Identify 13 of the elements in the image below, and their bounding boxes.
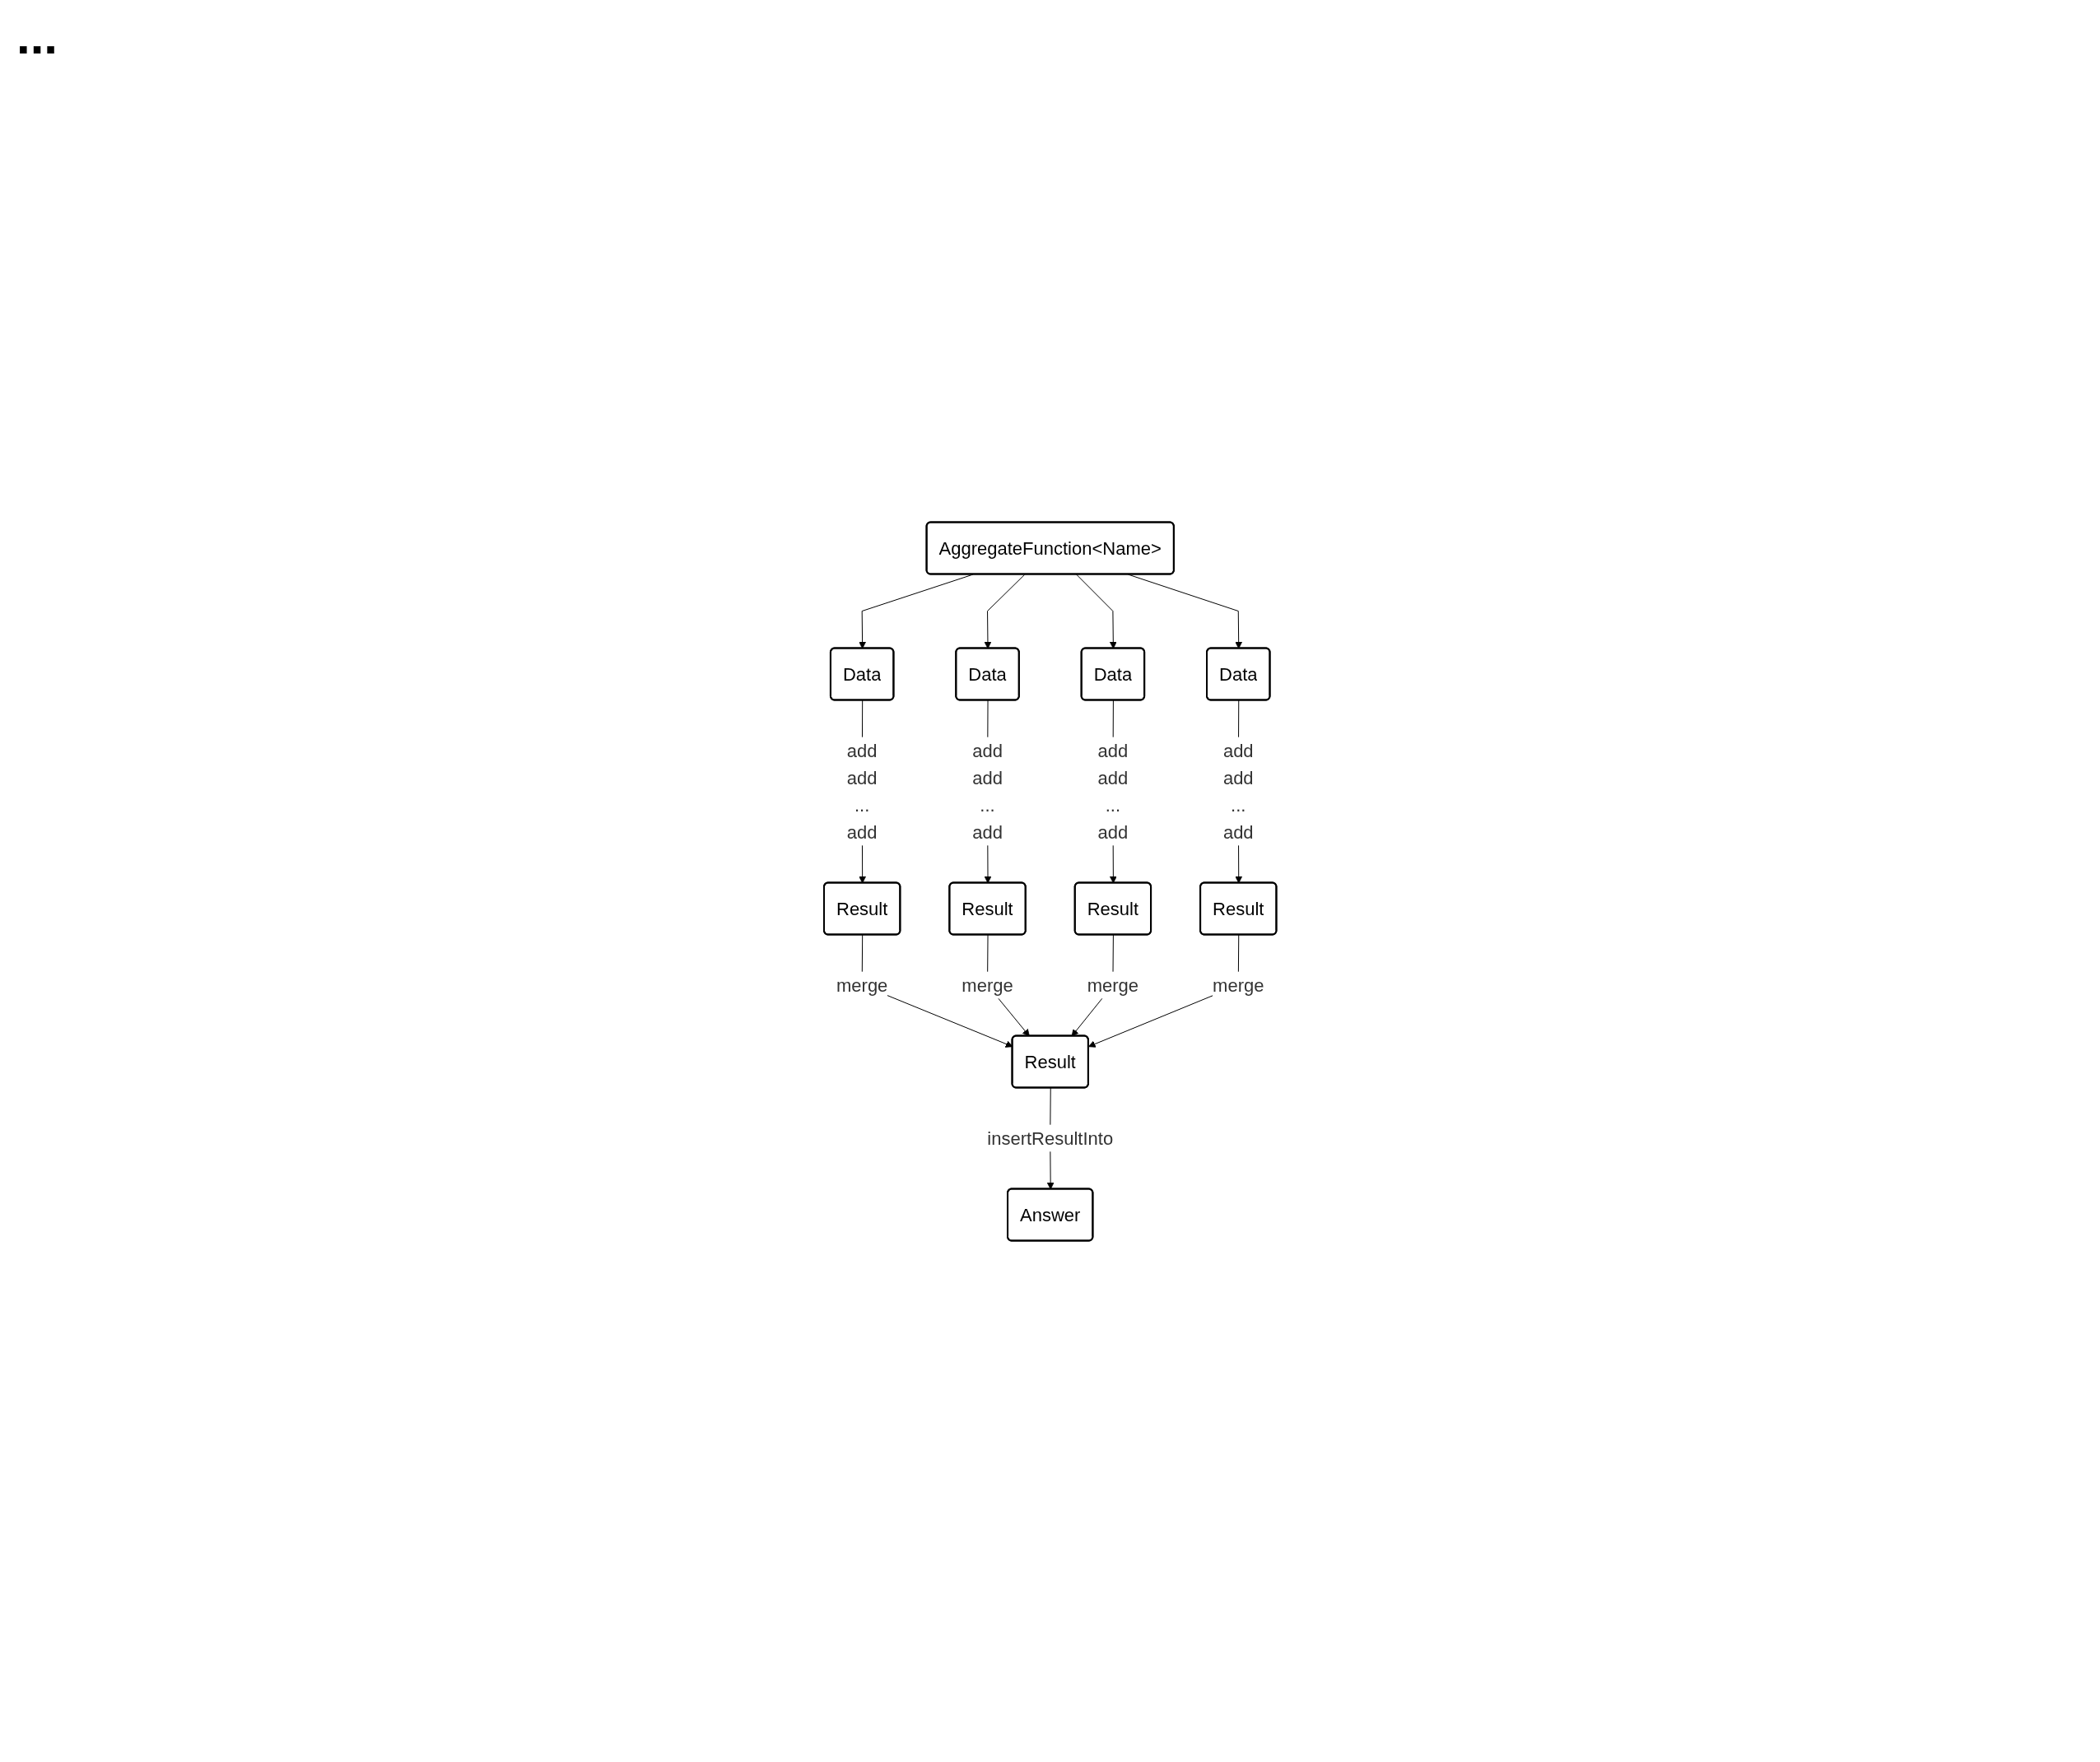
arrow <box>1075 574 1117 649</box>
edge-label: add add ... add <box>1097 740 1129 842</box>
arrow <box>861 934 1013 1048</box>
edge-label: merge <box>1212 974 1264 995</box>
edge-label: add add ... add <box>1222 740 1254 842</box>
edge-label: insertResultInto <box>987 1127 1113 1148</box>
edge-label: add add ... add <box>846 740 878 842</box>
edge-label: merge <box>1087 974 1138 995</box>
edge-label: merge <box>962 974 1013 995</box>
ellipsis-note: ... <box>16 8 58 65</box>
edge-label: add add ... add <box>971 740 1003 842</box>
edge-label: merge <box>836 974 888 995</box>
arrow <box>984 574 1026 649</box>
